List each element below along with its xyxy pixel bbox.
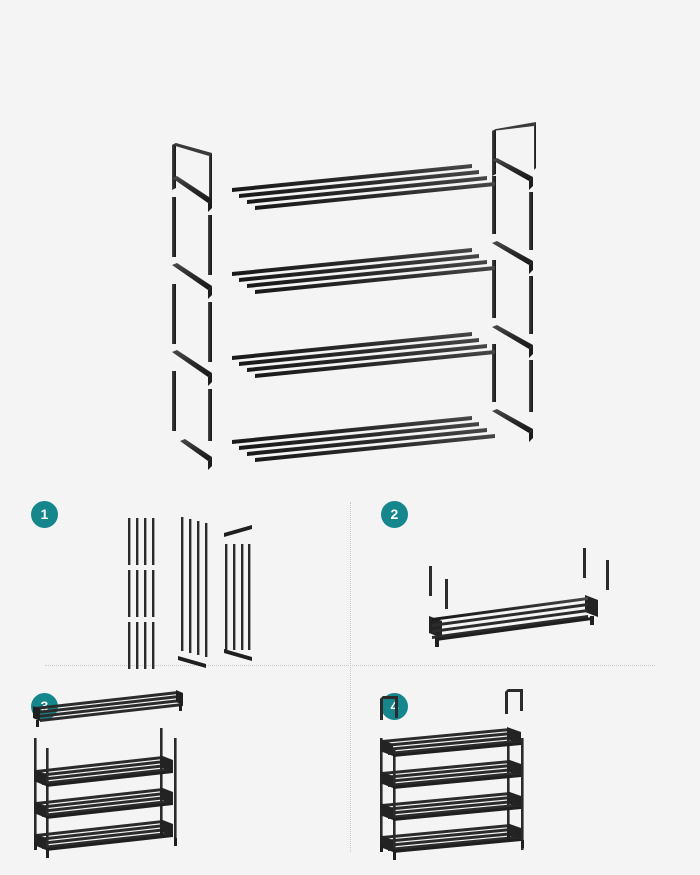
step-3-illustration	[0, 676, 350, 868]
left-connector-2	[172, 263, 212, 299]
left-top-handle	[172, 143, 212, 202]
right-leg-b3	[529, 360, 533, 412]
step-1: 1	[0, 490, 350, 682]
step-4-handle-left	[380, 696, 398, 720]
right-leg-b1	[529, 192, 533, 250]
right-connector-2	[492, 241, 533, 274]
step-2-badge: 2	[381, 501, 408, 528]
step-4-four-tier-rack	[380, 727, 524, 860]
step-2-illustration	[350, 490, 700, 682]
right-connector-3	[492, 325, 533, 358]
right-leg-b2	[529, 276, 533, 334]
left-connector-4	[180, 439, 212, 470]
left-connector-1	[172, 176, 212, 212]
left-leg-a1	[172, 197, 176, 257]
left-leg-b1	[208, 215, 212, 275]
right-connector-1	[492, 158, 533, 190]
right-side-frame	[492, 122, 536, 442]
step-1-illustration	[0, 490, 350, 682]
hero-shelf-3	[232, 332, 495, 378]
right-leg-a3	[492, 344, 496, 402]
step-4-illustration	[350, 676, 700, 868]
right-connector-4	[492, 409, 533, 442]
step-2-legs	[429, 548, 609, 609]
parts-bundle-long-rods	[178, 517, 208, 668]
right-top-handle	[492, 122, 536, 176]
step-2-shelf	[429, 595, 598, 647]
left-leg-b2	[208, 302, 212, 362]
step-3-three-tier-rack	[34, 728, 177, 858]
left-connector-3	[172, 350, 212, 386]
hero-shelf-4	[232, 416, 495, 462]
left-leg-a2	[172, 284, 176, 344]
left-side-frame	[172, 143, 212, 470]
hero-exploded-diagram	[172, 122, 536, 470]
hero-shelf-1	[232, 164, 495, 210]
parts-bundle-side-rails	[224, 525, 252, 661]
step-4: 4	[350, 676, 700, 868]
left-leg-a3	[172, 371, 176, 431]
step-2: 2	[350, 490, 700, 682]
step-3: 3	[0, 676, 350, 868]
hero-illustration	[172, 122, 536, 470]
left-leg-b3	[208, 389, 212, 441]
step-4-handle-right	[505, 689, 523, 714]
step-1-badge: 1	[31, 501, 58, 528]
assembly-steps-grid: 1	[0, 490, 700, 875]
right-leg-a1	[492, 176, 496, 234]
step-3-floating-shelf	[33, 690, 183, 727]
parts-bundle-short-poles	[128, 518, 155, 669]
right-leg-a2	[492, 260, 496, 318]
hero-shelf-2	[232, 248, 495, 294]
divider-vertical	[350, 502, 351, 852]
